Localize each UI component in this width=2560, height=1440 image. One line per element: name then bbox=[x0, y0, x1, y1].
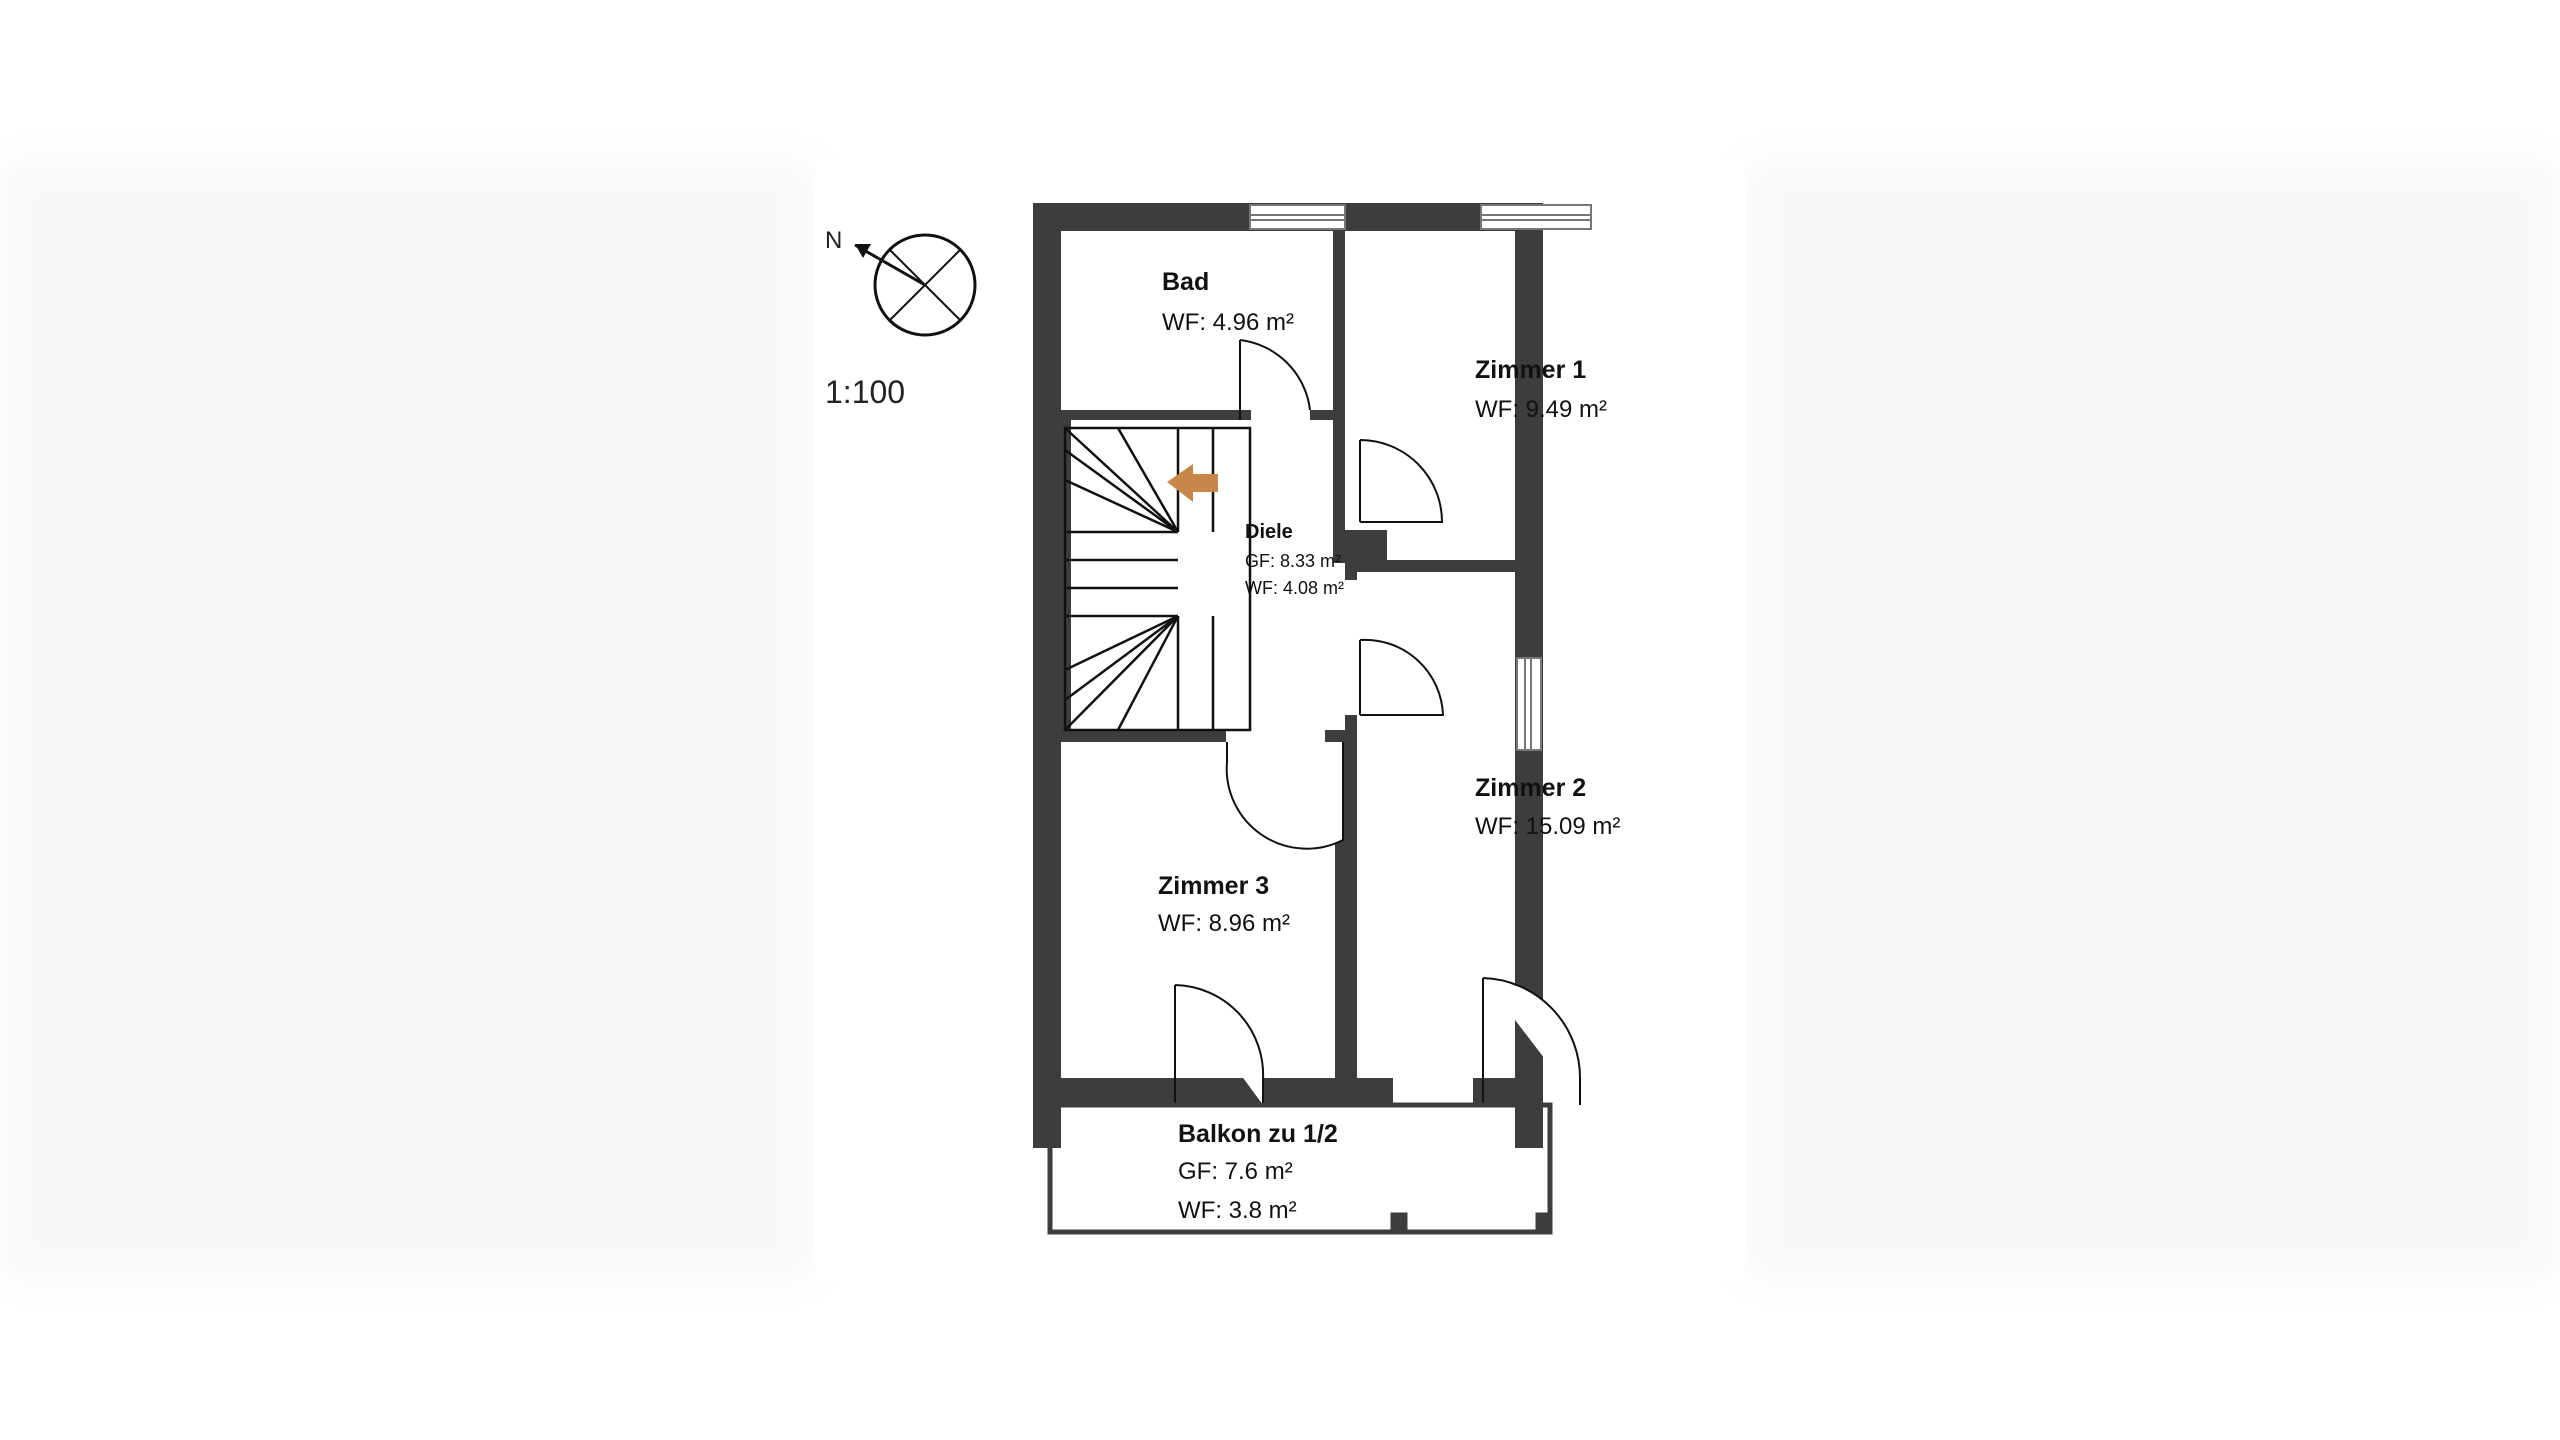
balcony bbox=[1047, 1102, 1553, 1235]
window-bad bbox=[1249, 204, 1346, 230]
door-balkon-left bbox=[1174, 984, 1265, 1105]
compass-circle bbox=[873, 233, 977, 337]
room-wf-balkon: WF: 3.8 m² bbox=[1178, 1197, 1297, 1224]
window-zimmer1 bbox=[1480, 204, 1592, 230]
room-gf-balkon: GF: 7.6 m² bbox=[1178, 1158, 1293, 1185]
room-area-zimmer3: WF: 8.96 m² bbox=[1158, 910, 1290, 937]
room-name-zimmer2: Zimmer 2 bbox=[1475, 774, 1586, 802]
walls bbox=[1033, 203, 1543, 1148]
north-label: N bbox=[825, 227, 842, 254]
room-name-bad: Bad bbox=[1162, 268, 1209, 296]
window-zimmer2 bbox=[1516, 657, 1542, 751]
floor-plan: N 1:100 bbox=[825, 203, 1620, 1235]
room-zimmer2: Zimmer 2 WF: 15.09 m² bbox=[1475, 774, 1620, 840]
north-arrow-icon bbox=[854, 243, 926, 287]
room-zimmer1: Zimmer 1 WF: 9.49 m² bbox=[1475, 356, 1607, 423]
doors bbox=[1174, 339, 1582, 1105]
room-name-diele: Diele bbox=[1245, 521, 1293, 543]
room-name-zimmer1: Zimmer 1 bbox=[1475, 356, 1586, 384]
room-area-bad: WF: 4.96 m² bbox=[1162, 309, 1294, 336]
room-name-zimmer3: Zimmer 3 bbox=[1158, 872, 1269, 900]
door-balkon-right bbox=[1482, 977, 1582, 1105]
room-area-zimmer2: WF: 15.09 m² bbox=[1475, 813, 1620, 840]
staircase bbox=[1063, 426, 1252, 732]
room-wf-diele: WF: 4.08 m² bbox=[1245, 578, 1344, 598]
blurred-background-left bbox=[0, 0, 815, 1440]
windows bbox=[1249, 204, 1592, 751]
room-bad: Bad WF: 4.96 m² bbox=[1162, 268, 1294, 336]
door-bad bbox=[1239, 339, 1311, 420]
compass: N bbox=[825, 227, 977, 337]
scale-label: 1:100 bbox=[825, 374, 905, 410]
door-zimmer3 bbox=[1225, 742, 1344, 850]
room-area-zimmer1: WF: 9.49 m² bbox=[1475, 396, 1607, 423]
stair-direction-arrow-icon bbox=[1167, 464, 1218, 502]
room-gf-diele: GF: 8.33 m² bbox=[1245, 551, 1341, 571]
room-diele: Diele GF: 8.33 m² WF: 4.08 m² bbox=[1245, 521, 1344, 598]
room-balkon: Balkon zu 1/2 GF: 7.6 m² WF: 3.8 m² bbox=[1178, 1120, 1338, 1224]
room-name-balkon: Balkon zu 1/2 bbox=[1178, 1120, 1338, 1148]
floor-plan-panel: N 1:100 bbox=[815, 160, 1745, 1280]
door-zimmer1 bbox=[1359, 439, 1444, 523]
door-zimmer2 bbox=[1359, 638, 1445, 716]
blurred-background-right bbox=[1745, 0, 2560, 1440]
room-zimmer3: Zimmer 3 WF: 8.96 m² bbox=[1158, 872, 1290, 937]
